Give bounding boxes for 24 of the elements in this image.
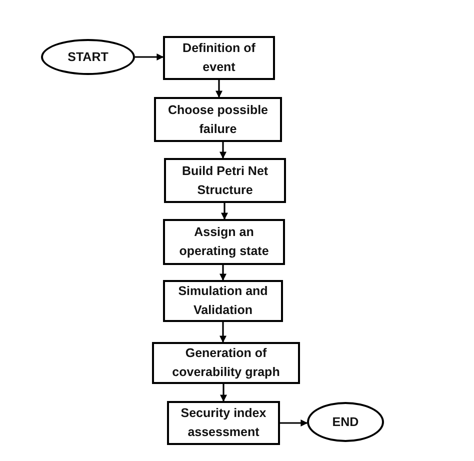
node-label: Build Petri Net Structure (180, 162, 270, 198)
process-box (152, 342, 300, 384)
arrow (220, 142, 226, 159)
arrow (216, 80, 222, 98)
arrow (135, 54, 164, 60)
process-box (154, 97, 282, 142)
process-box (163, 36, 275, 80)
arrow (280, 420, 308, 426)
process-box (163, 219, 285, 265)
node-label: Generation of coverability graph (171, 345, 281, 381)
process-box (164, 158, 286, 203)
arrow (220, 322, 226, 343)
process-box (167, 401, 280, 445)
node-label: Simulation and Validation (177, 283, 269, 319)
node-label: END (332, 414, 359, 430)
process-box (163, 280, 283, 322)
node-label: Definition of event (182, 40, 256, 76)
node-label: START (68, 48, 108, 66)
arrow (220, 265, 226, 281)
node-label: Security index assessment (180, 405, 268, 441)
arrow (220, 384, 227, 402)
node-label: Assign an operating state (178, 224, 270, 260)
arrow (221, 203, 228, 220)
node-label: Choose possible failure (166, 102, 270, 138)
